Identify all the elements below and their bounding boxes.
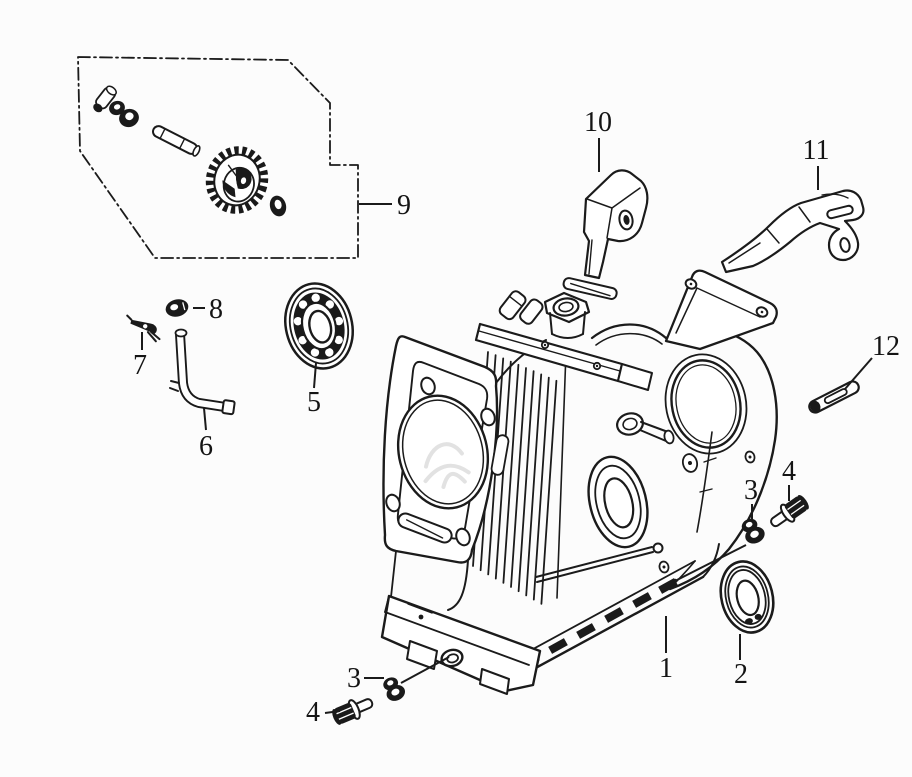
cam-gear (205, 146, 269, 214)
oil-return-pipe (169, 328, 236, 416)
cam-pin (152, 125, 201, 157)
oil-filler-boss (543, 291, 591, 339)
callout-6: 6 (199, 407, 213, 462)
governor-arm-bracket (720, 189, 865, 274)
callout-2: 2 (734, 634, 748, 690)
sealing-washer-bottom (383, 677, 406, 701)
top-stud (519, 298, 544, 325)
crankcase-body (380, 269, 778, 695)
callout-10: 10 (584, 107, 612, 172)
callout-11: 11 (803, 135, 830, 190)
ball-bearing (284, 282, 354, 370)
callout-5-label: 5 (307, 387, 321, 418)
balancer-boss (616, 412, 675, 445)
small-washer (109, 100, 125, 116)
rib-boss-hole (681, 453, 699, 473)
governor-clip (126, 314, 161, 343)
callout-3-right-label: 3 (744, 475, 758, 506)
callout-7-label: 7 (133, 350, 147, 381)
top-stud (498, 290, 527, 321)
thrust-ring (269, 195, 287, 217)
crankshaft-boss (587, 455, 649, 549)
callout-3-bottom: 3 (347, 656, 450, 694)
drain-bolt-bottom (332, 698, 374, 725)
drain-bolt-right (770, 495, 809, 528)
detail-box-dashed-outline (77, 56, 359, 259)
callout-8-label: 8 (209, 294, 223, 325)
callout-8: 8 (193, 294, 223, 325)
sealing-washer-right (741, 518, 765, 544)
callout-10-label: 10 (584, 107, 612, 138)
tappet-cone (93, 85, 117, 113)
callout-3-right: 3 (674, 475, 758, 582)
oil-pan-rail (380, 594, 542, 695)
callout-4-right-label: 4 (782, 456, 796, 487)
camshaft-assembly (93, 85, 287, 217)
cylinder-flange (382, 335, 510, 564)
cylinder-bore (396, 394, 490, 510)
top-mount-rail (474, 322, 653, 391)
callout-7: 7 (133, 332, 147, 381)
upper-mount-bracket (664, 269, 778, 351)
oil-seal (719, 560, 775, 634)
callout-4-bottom-label: 4 (306, 697, 320, 728)
callout-2-label: 2 (734, 659, 748, 690)
callout-9: 9 (359, 190, 411, 221)
callout-1-label: 1 (659, 653, 673, 684)
large-washer (119, 108, 139, 128)
callout-4-bottom: 4 (306, 697, 341, 728)
callout-12-label: 12 (872, 331, 900, 362)
callout-12: 12 (844, 331, 900, 390)
dowel-pin (808, 380, 860, 414)
callout-1: 1 (659, 616, 673, 684)
flange-nut (165, 299, 189, 317)
callout-9-label: 9 (397, 190, 411, 221)
callout-3-bottom-label: 3 (347, 663, 361, 694)
through-bolt (535, 542, 664, 583)
stay-bracket (562, 169, 649, 300)
callout-5: 5 (307, 362, 321, 418)
callout-6-label: 6 (199, 431, 213, 462)
callout-4-right: 4 (782, 456, 796, 501)
callout-11-label: 11 (803, 135, 830, 166)
crankcase-side-opening (664, 353, 748, 455)
